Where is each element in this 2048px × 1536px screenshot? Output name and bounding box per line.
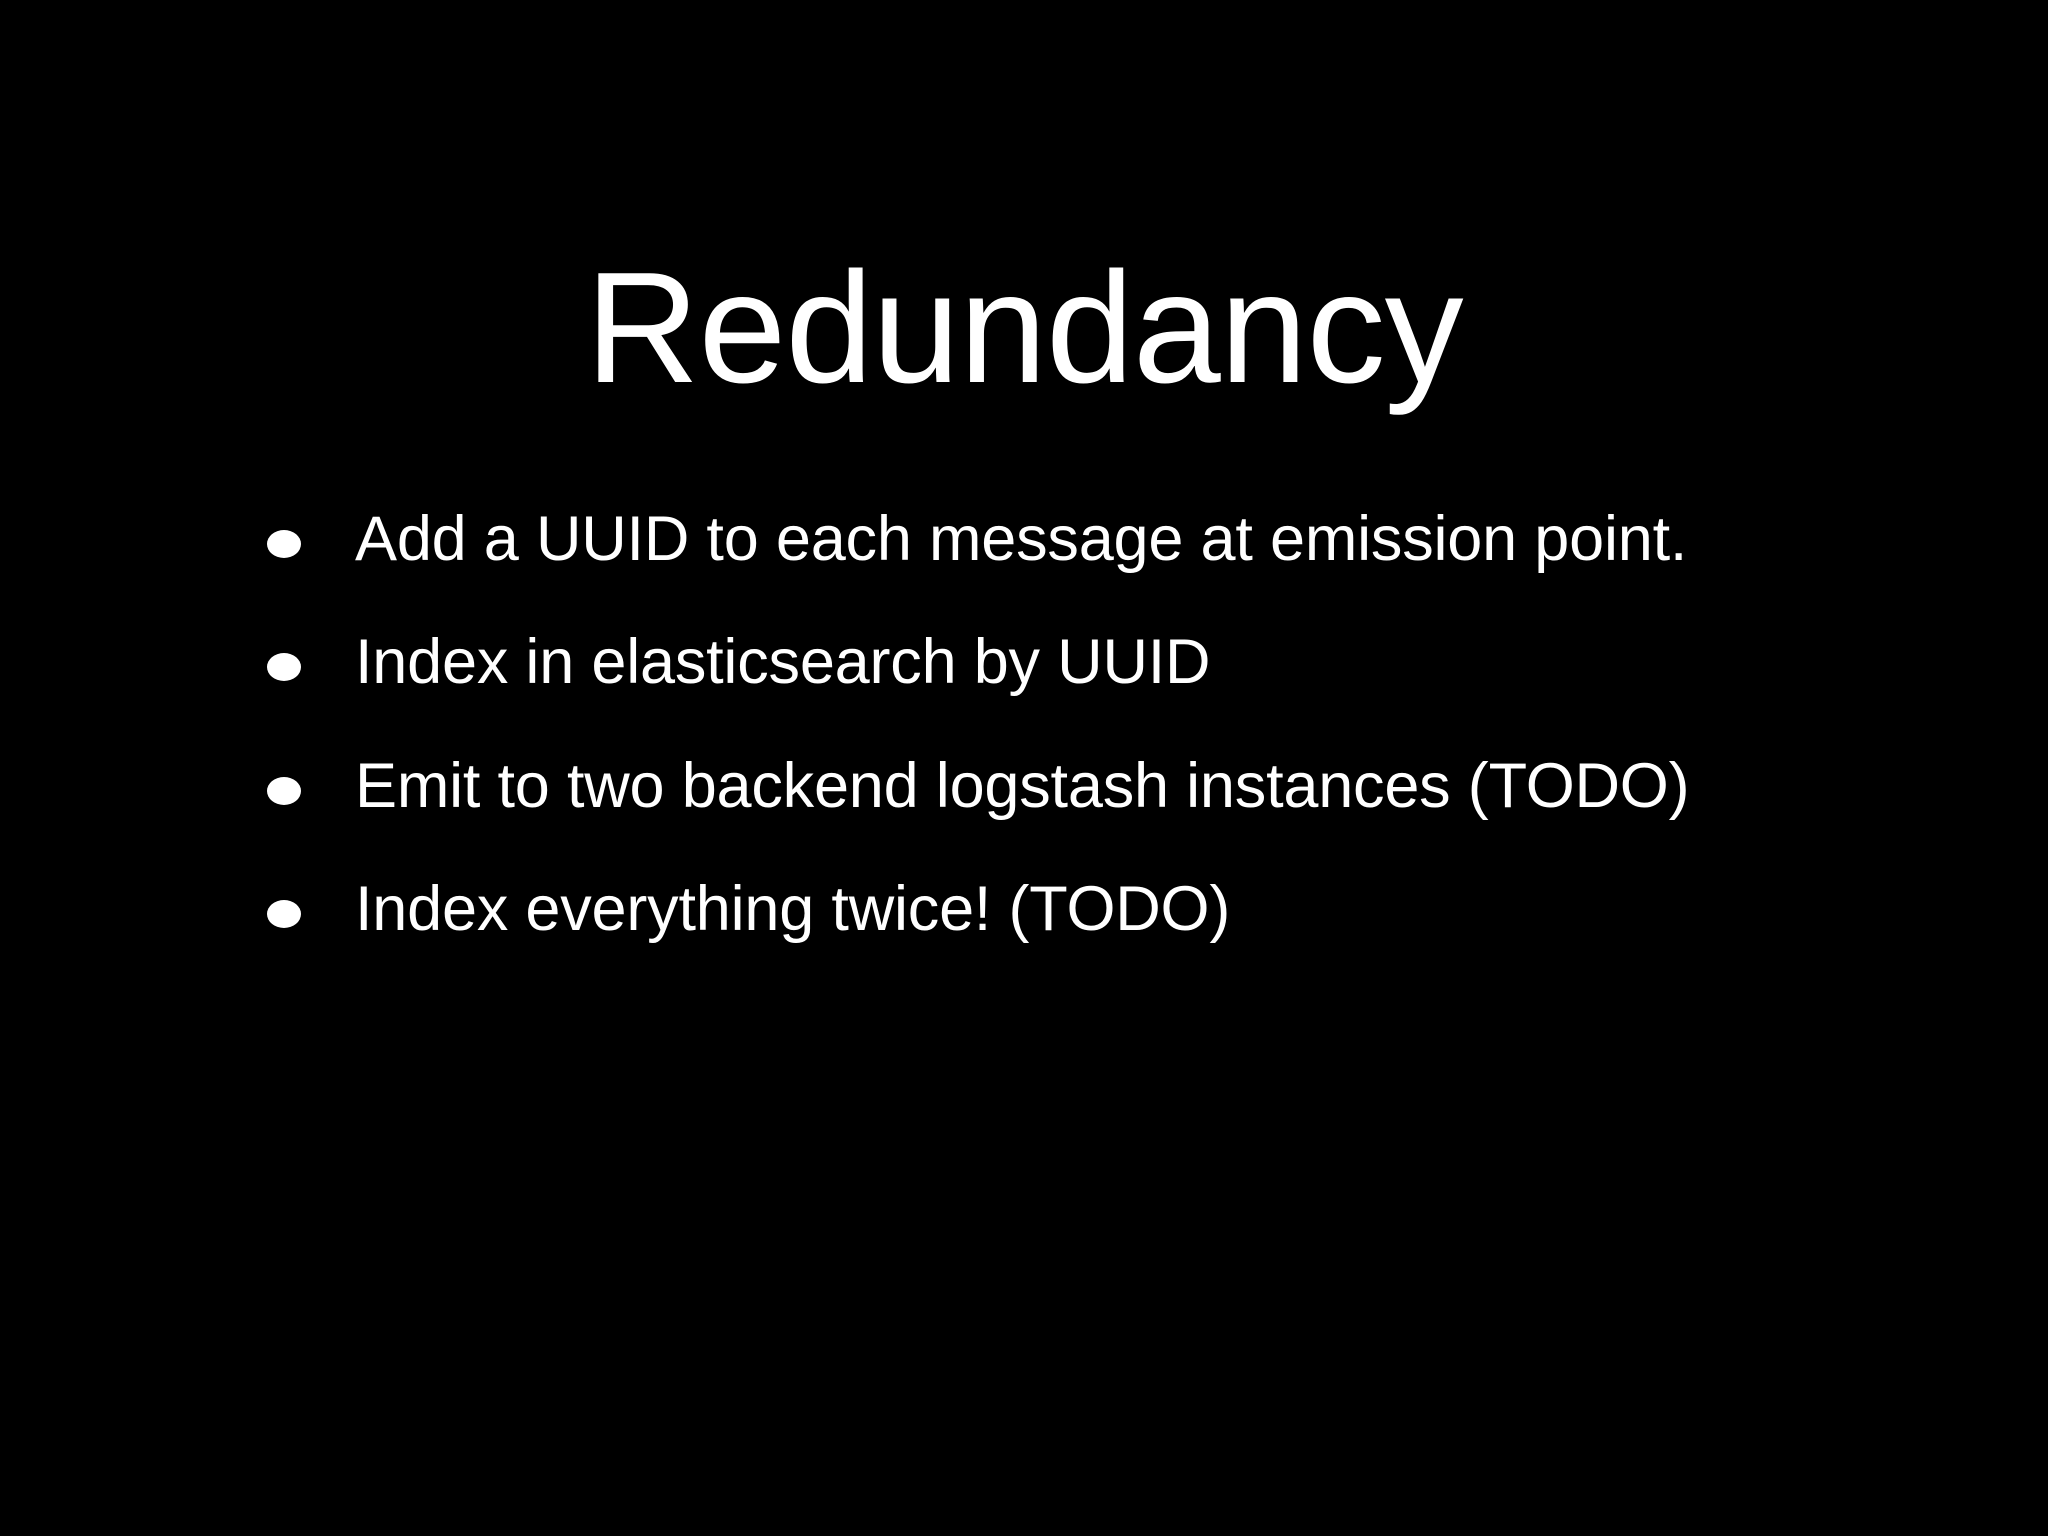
slide-title: Redundancy [585,239,1463,416]
bullet-dot-icon [267,900,301,929]
bullet-item: Index everything twice! (TODO) [255,870,1795,949]
bullet-list: Add a UUID to each message at emission p… [255,500,1795,950]
bullet-item-label: Emit to two backend logstash instances (… [355,750,1690,821]
bullet-item: Index in elasticsearch by UUID [255,623,1795,702]
bullet-item: Emit to two backend logstash instances (… [255,747,1795,826]
bullet-item: Add a UUID to each message at emission p… [255,500,1795,579]
bullet-item-label: Index in elasticsearch by UUID [355,627,1211,698]
bullet-item-label: Index everything twice! (TODO) [355,874,1231,945]
bullet-item-label: Add a UUID to each message at emission p… [355,504,1688,574]
bullet-dot-icon [267,776,301,805]
bullet-dot-icon [267,530,301,558]
bullet-dot-icon [267,653,301,682]
